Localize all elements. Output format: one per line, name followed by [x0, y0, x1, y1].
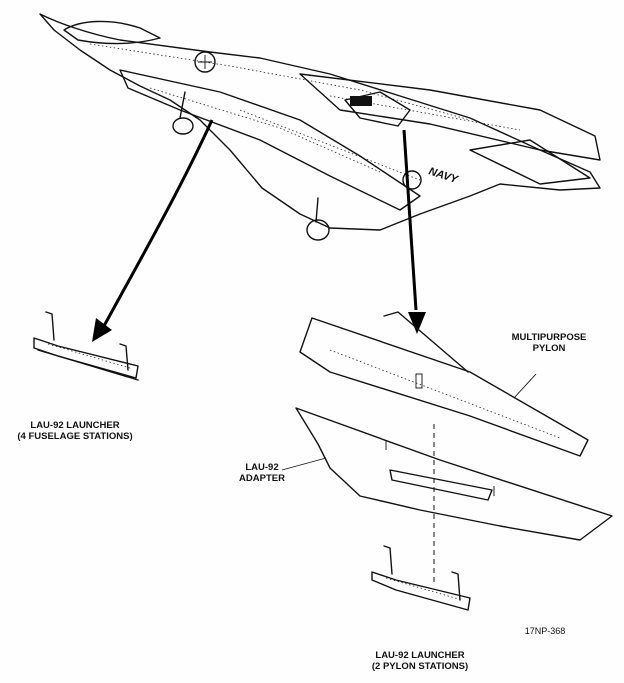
label-launcher-pylon-line2: (2 PYLON STATIONS) [371, 661, 469, 672]
aircraft-wing [299, 73, 601, 161]
pylon-leader [513, 373, 537, 399]
launcher-pylon [371, 545, 471, 611]
pylon-lug [415, 373, 423, 389]
nose-gear-strut [179, 91, 186, 119]
main-gear-wheel [306, 219, 330, 241]
aircraft-navy-marking: NAVY [427, 165, 461, 186]
arrow-head-fuselage [92, 318, 112, 342]
label-lau92-adapter: LAU-92 ADAPTER [232, 462, 292, 484]
multipurpose-pylon [299, 311, 589, 457]
launcher-pylon-rail [383, 545, 461, 601]
aircraft-wheel-aft [402, 170, 422, 190]
label-launcher-fuselage-line1: LAU-92 LAUNCHER [30, 420, 120, 431]
fuselage-station [344, 91, 411, 127]
adapter-body [295, 407, 613, 541]
label-adapter-line1: LAU-92 [245, 462, 279, 473]
label-multipurpose-pylon: MULTIPURPOSE PYLON [504, 332, 594, 354]
pylon-fin [383, 311, 469, 373]
launcher-fuselage-rail [45, 311, 129, 371]
label-launcher-fuselage: LAU-92 LAUNCHER (4 FUSELAGE STATIONS) [14, 420, 136, 442]
label-launcher-fuselage-line2: (4 FUSELAGE STATIONS) [17, 431, 133, 442]
label-launcher-pylon-line1: LAU-92 LAUNCHER [375, 650, 465, 661]
adapter-leader [281, 457, 327, 471]
arrow-to-fuselage-launcher [102, 119, 214, 327]
launcher-pylon-body [371, 571, 471, 611]
lau92-adapter [281, 407, 613, 541]
pylon-body [299, 317, 589, 457]
launcher-fuselage-base [37, 349, 139, 381]
aircraft-tail [469, 139, 591, 185]
adapter-slot [389, 469, 493, 501]
launcher-fuselage-body [33, 337, 139, 379]
label-pylon-line2: PYLON [532, 343, 566, 354]
roundel-star [198, 55, 212, 69]
nose-gear-wheel [172, 117, 194, 135]
pylon-station-marker [350, 96, 372, 106]
aircraft-intake [119, 69, 421, 211]
figure-code: 17NP-368 [524, 626, 566, 636]
arrow-to-pylon [402, 129, 418, 311]
aircraft-fuselage [39, 13, 601, 231]
label-pylon-line1: MULTIPURPOSE [511, 332, 587, 343]
launcher-fuselage [33, 311, 139, 381]
adapter-lugs [385, 440, 495, 496]
label-adapter-line2: ADAPTER [239, 473, 285, 484]
pylon-detail [329, 349, 561, 439]
label-launcher-pylon: LAU-92 LAUNCHER (2 PYLON STATIONS) [360, 650, 480, 672]
callout-arrows [92, 119, 426, 342]
aircraft-roundel [194, 51, 216, 73]
aircraft-canopy [63, 20, 161, 45]
main-gear-strut [315, 197, 319, 223]
panel-lines [89, 43, 521, 181]
aircraft [39, 13, 601, 241]
arrow-head-pylon [408, 312, 426, 334]
launcher-pylon-detail [385, 577, 463, 601]
